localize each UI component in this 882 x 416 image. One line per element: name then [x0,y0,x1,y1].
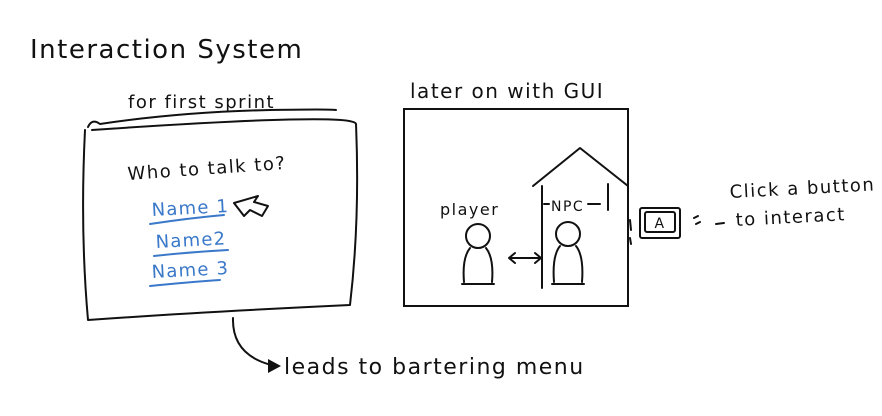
npc-body [551,245,585,285]
player-figure [461,223,495,285]
left-panel-prompt: Who to talk to? [127,153,287,185]
name-option-1-label[interactable]: Name 1 [151,196,229,221]
house-roof [532,147,629,187]
name-option-3[interactable]: Name 3 [149,258,230,287]
npc-label: NPC [551,199,584,215]
curved-arrow-line [231,317,277,367]
name-option-3-underline [149,279,221,287]
name-option-1-underline [149,214,225,225]
name-option-1[interactable]: Name 1 [149,196,230,225]
curved-arrow-head-icon [268,359,281,373]
a-button-outer [639,207,681,239]
double-arrow-heads [508,252,542,264]
player-head [465,223,491,249]
button-note-line2: to interact [735,204,846,231]
npc-head [555,221,581,247]
name-option-2-underline [153,249,229,257]
player-body [461,247,495,285]
left-panel-caption: for first sprint [128,92,275,113]
button-connector-marks [629,219,632,245]
cursor-arrow-icon [233,195,269,217]
game-screen-frame [403,108,629,307]
diagram-title: Interaction System [30,35,303,65]
right-panel-caption: later on with GUI [410,79,604,103]
footer-note: leads to bartering menu [284,355,585,380]
button-note-dash [715,222,725,225]
name-option-2[interactable]: Name2 [153,228,229,257]
a-button-inner [644,211,676,233]
button-note-line1: Click a button [729,174,876,203]
left-panel-top-edge [87,108,337,128]
name-option-3-label[interactable]: Name 3 [151,258,229,283]
button-spark-marks [693,215,701,225]
left-panel-frame [82,118,359,321]
npc-figure [551,221,585,285]
a-button-key: A [654,216,665,232]
a-button-icon[interactable]: A [639,207,681,239]
double-arrow-icon [508,252,542,264]
name-option-2-label[interactable]: Name2 [155,228,227,253]
player-label: player [440,200,499,219]
